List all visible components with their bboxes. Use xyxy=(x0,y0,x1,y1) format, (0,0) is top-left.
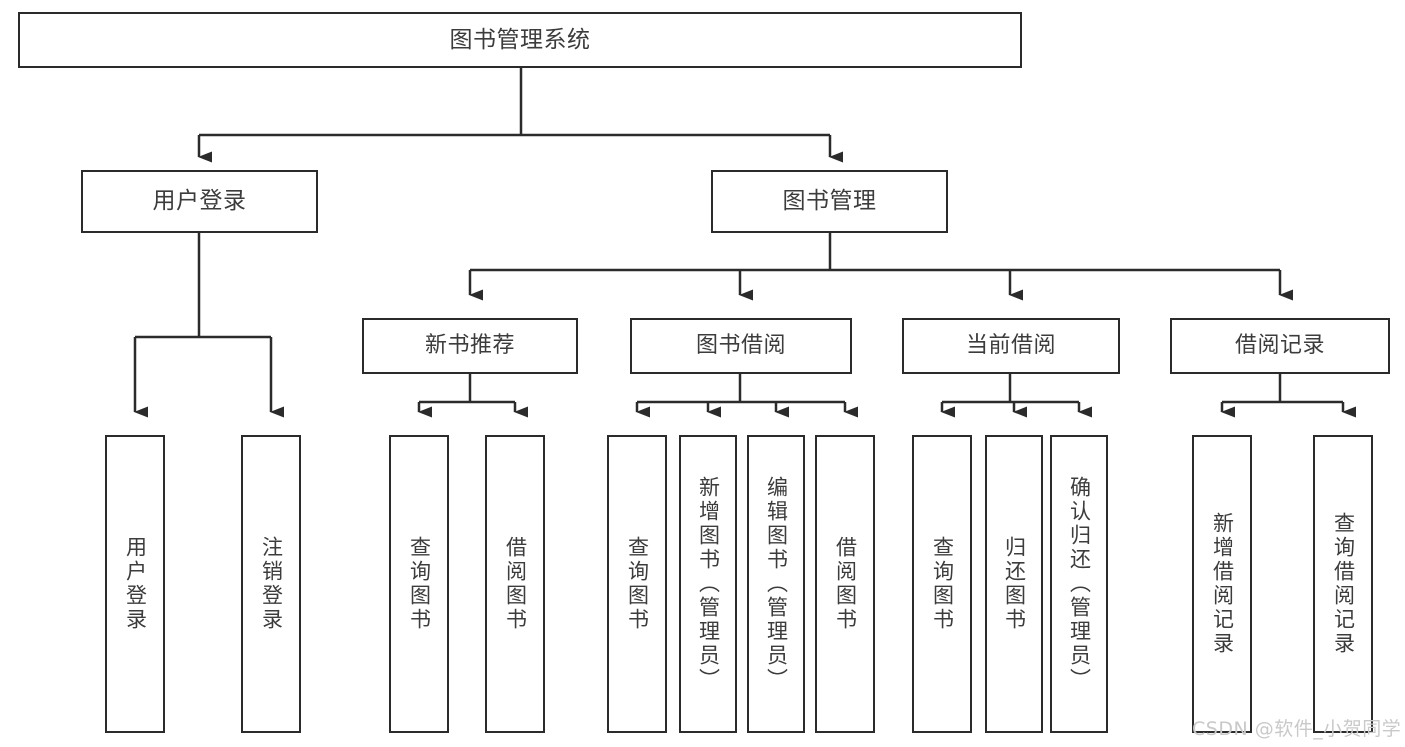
node-leaf-borrow-book-1-label: 借阅图书 xyxy=(503,536,528,632)
node-leaf-confirm-return-label: 确认归还（管理员） xyxy=(1067,476,1092,692)
node-leaf-query-record[interactable]: 查询借阅记录 xyxy=(1313,435,1373,733)
node-root[interactable]: 图书管理系统 xyxy=(18,12,1022,68)
node-new-book-recommend[interactable]: 新书推荐 xyxy=(362,318,578,374)
node-leaf-user-login[interactable]: 用户登录 xyxy=(105,435,165,733)
node-leaf-logout-label: 注销登录 xyxy=(259,536,284,632)
node-leaf-add-book[interactable]: 新增图书（管理员） xyxy=(679,435,737,733)
node-leaf-logout[interactable]: 注销登录 xyxy=(241,435,301,733)
node-leaf-query-book-3-label: 查询图书 xyxy=(930,536,955,632)
node-book-manage[interactable]: 图书管理 xyxy=(711,170,948,233)
node-leaf-confirm-return[interactable]: 确认归还（管理员） xyxy=(1050,435,1108,733)
node-current-borrow[interactable]: 当前借阅 xyxy=(902,318,1120,374)
node-leaf-return-book-label: 归还图书 xyxy=(1002,536,1027,632)
node-leaf-query-book-3[interactable]: 查询图书 xyxy=(912,435,972,733)
node-leaf-edit-book[interactable]: 编辑图书（管理员） xyxy=(747,435,805,733)
node-book-borrow[interactable]: 图书借阅 xyxy=(630,318,852,374)
node-borrow-record[interactable]: 借阅记录 xyxy=(1170,318,1390,374)
node-leaf-user-login-label: 用户登录 xyxy=(123,536,148,632)
node-book-manage-label: 图书管理 xyxy=(782,188,877,215)
node-user-login-label: 用户登录 xyxy=(152,188,247,215)
node-leaf-add-book-label: 新增图书（管理员） xyxy=(696,476,721,692)
node-leaf-borrow-book-2[interactable]: 借阅图书 xyxy=(815,435,875,733)
node-current-borrow-label: 当前借阅 xyxy=(965,333,1056,359)
node-leaf-return-book[interactable]: 归还图书 xyxy=(985,435,1043,733)
node-root-label: 图书管理系统 xyxy=(449,26,591,53)
node-leaf-add-record[interactable]: 新增借阅记录 xyxy=(1192,435,1252,733)
node-leaf-query-record-label: 查询借阅记录 xyxy=(1331,512,1356,656)
node-leaf-add-record-label: 新增借阅记录 xyxy=(1210,512,1235,656)
node-new-book-recommend-label: 新书推荐 xyxy=(424,333,515,359)
node-leaf-query-book-1-label: 查询图书 xyxy=(407,536,432,632)
node-book-borrow-label: 图书借阅 xyxy=(695,333,786,359)
node-leaf-query-book-2-label: 查询图书 xyxy=(625,536,650,632)
node-leaf-edit-book-label: 编辑图书（管理员） xyxy=(764,476,789,692)
node-leaf-borrow-book-1[interactable]: 借阅图书 xyxy=(485,435,545,733)
node-leaf-query-book-1[interactable]: 查询图书 xyxy=(389,435,449,733)
node-user-login[interactable]: 用户登录 xyxy=(81,170,318,233)
node-leaf-query-book-2[interactable]: 查询图书 xyxy=(607,435,667,733)
node-leaf-borrow-book-2-label: 借阅图书 xyxy=(833,536,858,632)
node-borrow-record-label: 借阅记录 xyxy=(1234,333,1325,359)
